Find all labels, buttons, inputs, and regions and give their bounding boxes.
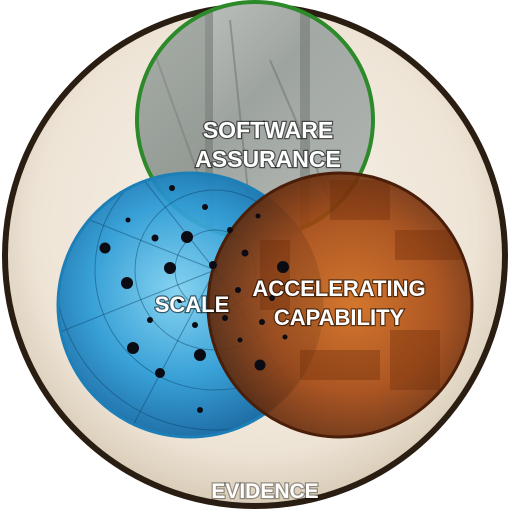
software-assurance-label-line1: SOFTWARE bbox=[203, 117, 333, 143]
accelerating-capability-circle bbox=[206, 171, 474, 439]
accelerating-capability-label-line2: CAPABILITY bbox=[274, 305, 405, 330]
scale-label: SCALE bbox=[155, 292, 230, 317]
software-assurance-label-line2: ASSURANCE bbox=[195, 146, 341, 172]
evidence-label: EVIDENCE bbox=[211, 480, 318, 503]
scale-data-points bbox=[99, 185, 289, 413]
accelerating-capability-label-line1: ACCELERATING bbox=[252, 276, 425, 301]
